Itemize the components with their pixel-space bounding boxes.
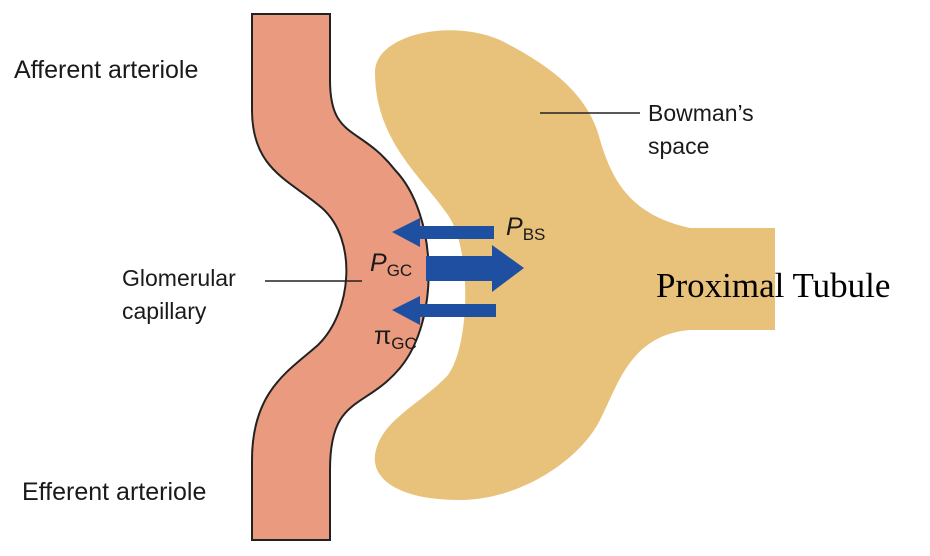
pbs-symbol-sub: BS xyxy=(522,225,546,244)
pigc-arrow xyxy=(392,296,496,325)
pgc-symbol-sub: GC xyxy=(386,261,413,280)
glomerular-line-1: Glomerular xyxy=(122,265,236,291)
glomerular-line-2: capillary xyxy=(122,298,207,324)
pigc-symbol-sub: GC xyxy=(391,334,417,353)
bowman-capsule-shape xyxy=(374,30,775,500)
proximal-tubule-label: Proximal Tubule xyxy=(656,266,891,305)
pgc-symbol: PGC xyxy=(370,249,412,281)
capillary-shape xyxy=(251,13,430,541)
pgc-symbol-main: P xyxy=(370,249,387,277)
afferent-arteriole-label: Afferent arteriole xyxy=(14,56,199,84)
pigc-symbol-main: π xyxy=(374,322,392,350)
bowmans-space-label: Bowman’s space xyxy=(648,97,754,163)
bowmans-line-2: space xyxy=(648,133,710,159)
pbs-symbol: PBS xyxy=(506,213,545,245)
glomerular-capillary-label: Glomerular capillary xyxy=(122,262,236,328)
pigc-symbol: πGC xyxy=(374,322,417,354)
bowmans-line-1: Bowman’s xyxy=(648,100,754,126)
pbs-arrow xyxy=(392,218,494,247)
efferent-arteriole-label: Efferent arteriole xyxy=(22,478,207,506)
pgc-arrow xyxy=(426,245,524,292)
pbs-symbol-main: P xyxy=(506,213,523,241)
